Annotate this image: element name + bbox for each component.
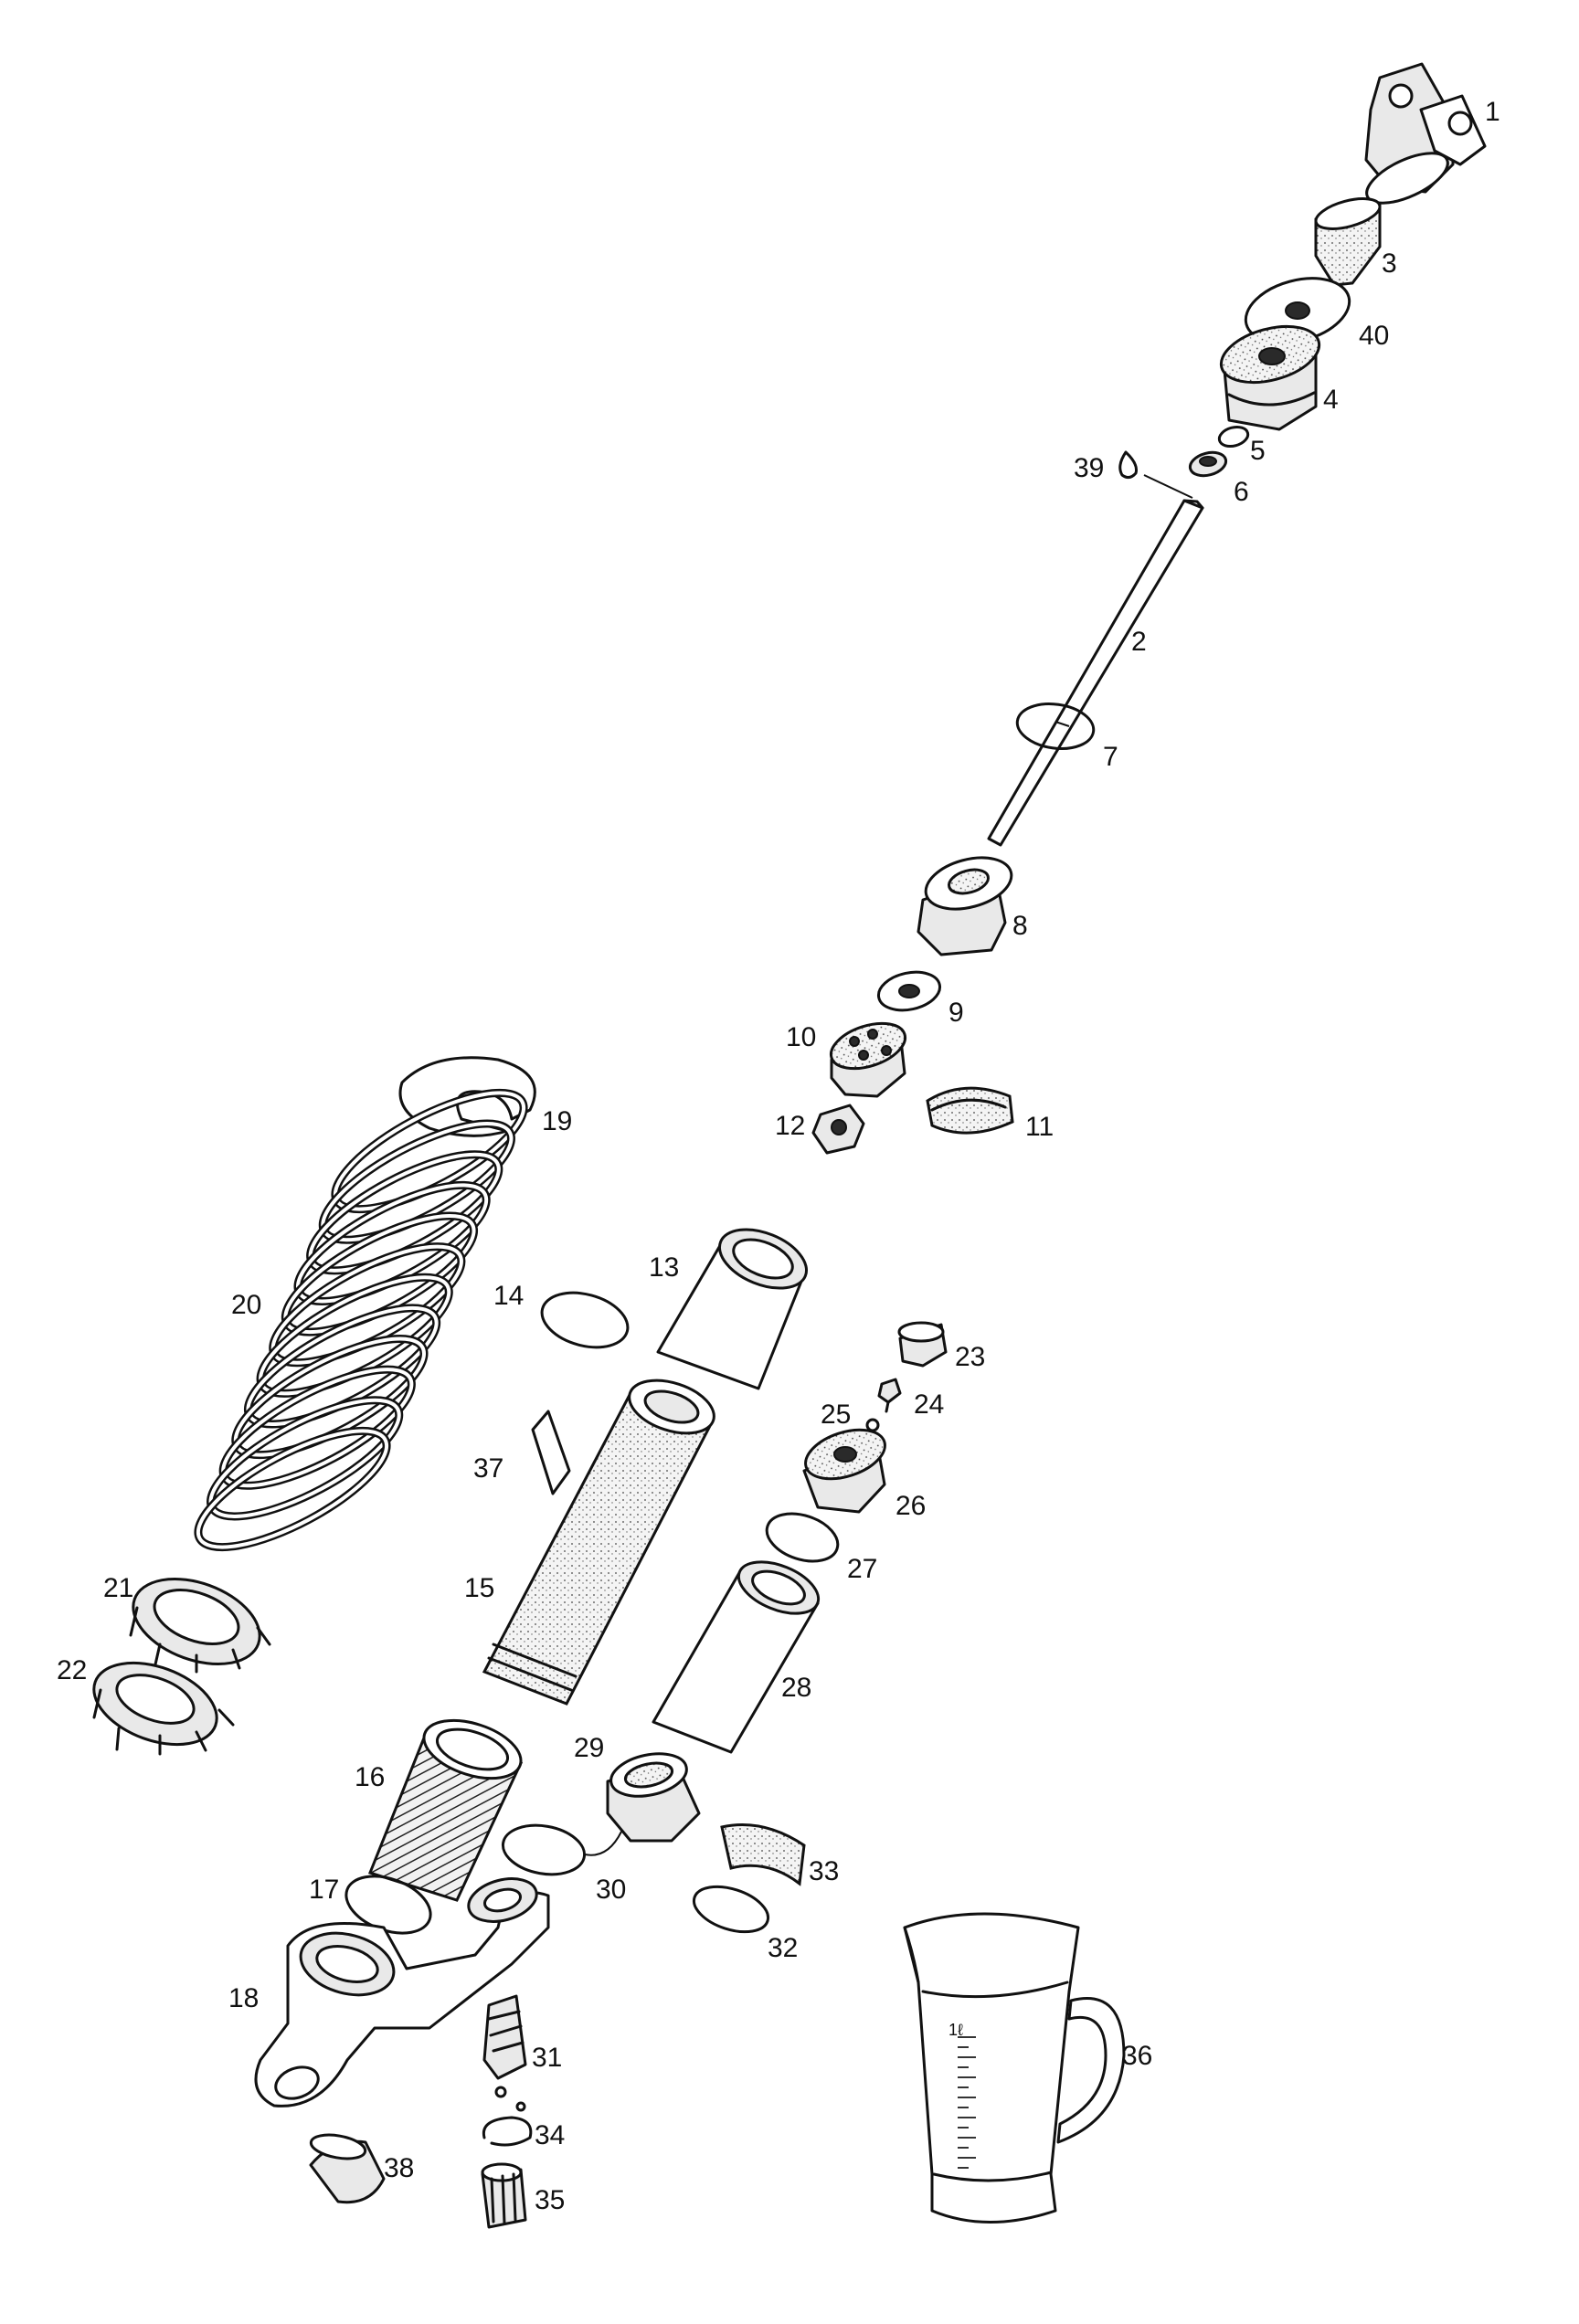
part-18-lower-body <box>254 1877 550 2107</box>
part-10-piston <box>829 1021 907 1098</box>
callout-33: 33 <box>809 1856 839 1886</box>
callout-22: 22 <box>57 1655 87 1685</box>
callout-29: 29 <box>574 1733 604 1763</box>
part-23-cap <box>897 1321 948 1368</box>
callout-23: 23 <box>955 1342 985 1372</box>
part-1-upper-clevis <box>1364 62 1487 205</box>
callout-21: 21 <box>103 1573 133 1603</box>
part-20-coil-spring <box>194 1088 528 1552</box>
callout-19: 19 <box>542 1106 572 1136</box>
part-29-valve-body <box>606 1752 701 1843</box>
part-35-adjuster-knob <box>481 2162 527 2229</box>
jug-scale-label: 1ℓ <box>948 2021 963 2039</box>
part-22-lock-ring <box>92 1661 235 1756</box>
part-39-grease-icon <box>1118 450 1138 480</box>
part-37-label <box>531 1410 571 1495</box>
callout-8: 8 <box>1012 911 1028 941</box>
part-12-nut <box>811 1104 865 1155</box>
callout-10: 10 <box>786 1022 816 1052</box>
callout-14: 14 <box>493 1281 524 1311</box>
callout-32: 32 <box>768 1933 798 1963</box>
part-4-top-cap <box>1219 324 1321 431</box>
callout-labels: 1 2 3 4 5 6 7 8 9 10 11 12 13 14 15 16 1… <box>57 97 1500 2215</box>
part-36-measuring-jug: 1ℓ <box>903 1912 1126 2224</box>
callout-35: 35 <box>535 2185 565 2215</box>
callout-18: 18 <box>228 1983 259 2013</box>
part-31-valve-cartridge <box>482 1994 527 2112</box>
part-16-dust-boot <box>368 1718 524 1902</box>
callout-37: 37 <box>473 1453 503 1484</box>
part-14-circlip <box>540 1291 630 1349</box>
part-39-leader <box>1143 474 1193 499</box>
part-11-piston-ring <box>926 1086 1014 1135</box>
callout-25: 25 <box>821 1400 851 1430</box>
part-27-o-ring <box>765 1512 840 1563</box>
part-33-circlip <box>720 1823 806 1886</box>
callout-40: 40 <box>1359 321 1389 351</box>
part-30-leader <box>584 1831 622 1856</box>
callout-20: 20 <box>231 1290 261 1320</box>
part-38-bush <box>309 2133 386 2204</box>
callout-28: 28 <box>781 1673 811 1703</box>
callout-5: 5 <box>1250 436 1266 466</box>
part-34-snap-ring <box>482 2116 533 2147</box>
part-25-ball <box>865 1418 880 1432</box>
part-26-reservoir-cap <box>802 1428 886 1514</box>
callout-7: 7 <box>1103 742 1118 772</box>
callout-24: 24 <box>914 1389 944 1420</box>
callout-30: 30 <box>596 1875 626 1905</box>
callout-11: 11 <box>1025 1112 1054 1142</box>
part-6-seal <box>1188 450 1228 478</box>
spring-coil-turn <box>196 1429 389 1549</box>
callout-12: 12 <box>775 1111 805 1141</box>
callout-1: 1 <box>1485 97 1500 127</box>
part-28-reservoir-tube <box>652 1560 821 1754</box>
callout-3: 3 <box>1382 248 1397 279</box>
part-24-valve-screw <box>877 1378 902 1413</box>
callout-38: 38 <box>384 2153 414 2183</box>
callout-9: 9 <box>948 998 964 1028</box>
part-8-rod-guide <box>917 856 1013 956</box>
part-2-piston-rod <box>987 499 1204 847</box>
part-9-washer <box>876 970 942 1012</box>
callout-17: 17 <box>309 1875 339 1905</box>
part-5-o-ring <box>1217 425 1250 449</box>
callout-27: 27 <box>847 1554 877 1584</box>
callout-26: 26 <box>895 1491 926 1521</box>
callout-2: 2 <box>1131 627 1147 657</box>
callout-16: 16 <box>355 1762 385 1792</box>
part-30-o-ring <box>501 1823 587 1876</box>
callout-31: 31 <box>532 2043 562 2073</box>
callout-6: 6 <box>1234 477 1249 507</box>
part-21-adjusting-ring <box>129 1577 271 1674</box>
callout-39: 39 <box>1074 453 1104 483</box>
callout-13: 13 <box>649 1252 679 1283</box>
part-13-sleeve <box>656 1228 809 1390</box>
part-32-o-ring <box>692 1885 770 1934</box>
part-15-cylinder <box>482 1379 715 1706</box>
part-7-o-ring <box>1015 702 1096 750</box>
part-3-bump-stop <box>1314 197 1382 287</box>
callout-36: 36 <box>1122 2041 1152 2071</box>
callout-15: 15 <box>464 1573 494 1603</box>
callout-4: 4 <box>1323 385 1339 415</box>
callout-34: 34 <box>535 2120 565 2150</box>
